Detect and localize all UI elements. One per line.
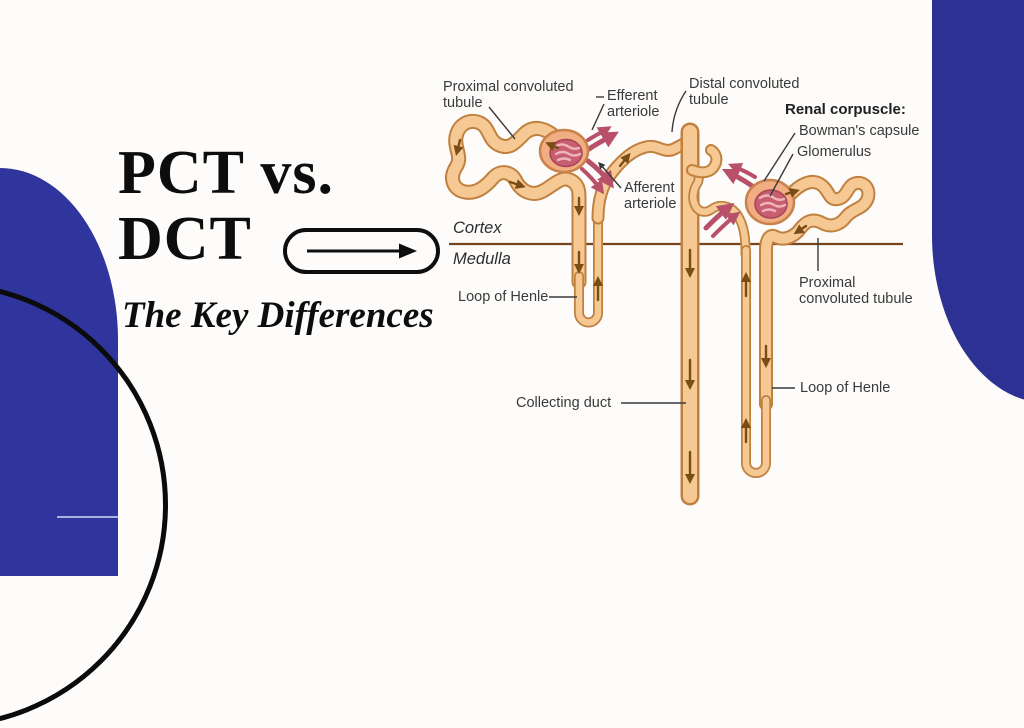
page-title: PCT vs. DCT [118,140,334,272]
label-bowmans-capsule: Bowman's capsule [799,123,920,139]
title-line-2: DCT [118,205,252,273]
nephron-diagram [445,90,903,506]
label-loop-of-henle-left: Loop of Henle [458,289,549,305]
decor-accent-line [57,516,118,518]
label-afferent-arteriole: Afferent arteriole [624,180,677,212]
label-distal-convoluted-tubule: Distal convoluted tubule [689,76,800,108]
label-proximal-convoluted-tubule-right: Proximal convoluted tubule [799,275,913,307]
arrow-right-icon [307,243,417,259]
label-loop-of-henle-right: Loop of Henle [800,380,891,396]
label-medulla: Medulla [453,250,511,268]
label-collecting-duct: Collecting duct [516,395,612,411]
label-cortex: Cortex [453,219,502,237]
arrow-oval [283,228,440,274]
label-glomerulus: Glomerulus [797,144,872,160]
label-renal-corpuscle: Renal corpuscle: [785,101,906,118]
page-subtitle: The Key Differences [122,295,434,336]
label-efferent-arteriole: Efferent arteriole [607,88,660,120]
label-proximal-convoluted-tubule-left: Proximal convoluted tubule [443,79,574,111]
title-line-1: PCT vs. [118,139,335,207]
